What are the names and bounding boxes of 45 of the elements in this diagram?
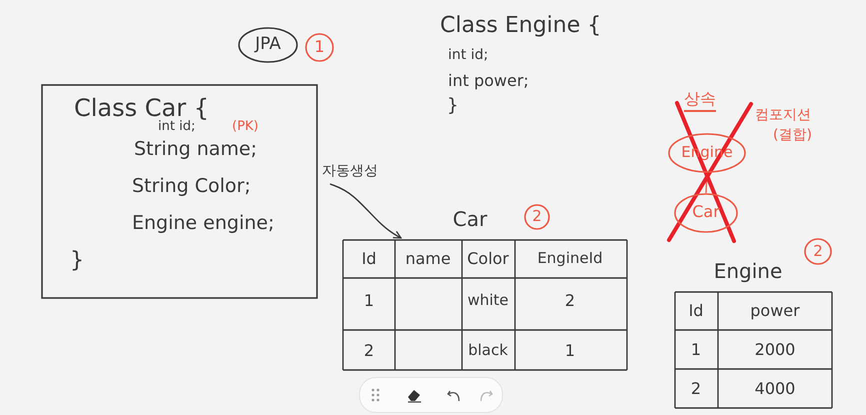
node-label: 2 [812, 242, 824, 259]
circled-label [238, 27, 298, 63]
code-line: int id; [448, 48, 488, 64]
code-line: (PK) [232, 120, 259, 134]
node-label: 1 [313, 38, 326, 56]
annotation-text: 컴포지션 [755, 108, 811, 124]
annotation-text: 상속 [684, 90, 716, 112]
table-cell-text: EngineId [536, 250, 604, 266]
table-cell-text: Id [360, 250, 378, 268]
table-cell-text: 2 [564, 292, 576, 310]
code-line: Engine engine; [132, 213, 274, 234]
table-cell-text: 2000 [754, 341, 796, 359]
code-line: Class Car { [74, 95, 209, 122]
table-cell-text: Color [466, 250, 510, 268]
table-cell-text: 1 [690, 341, 702, 359]
table-cell-text: white [466, 292, 510, 308]
table-cell-text: 4000 [754, 380, 796, 398]
code-line: int id; [158, 120, 196, 134]
circled-number [305, 33, 334, 62]
table-cell-text: name [404, 250, 452, 268]
circled-number [524, 204, 550, 230]
table-cell-text: 2 [362, 342, 376, 360]
class-card [42, 85, 317, 298]
code-line: int power; [448, 72, 529, 90]
code-line: } [70, 249, 84, 274]
table-cell-text: Id [688, 302, 704, 320]
code-line: String Color; [132, 176, 251, 197]
table-cell-text: black [467, 342, 509, 358]
table-cell-text: 2 [690, 380, 702, 398]
arrow [330, 183, 402, 239]
table-title: Engine [712, 260, 784, 282]
annotation-text: 자동생성 [322, 164, 378, 180]
table-cell-text: power [749, 302, 801, 320]
table-title: Car [452, 208, 488, 230]
table-cell-text: 1 [362, 292, 376, 310]
annotation-text: (결합) [773, 128, 812, 144]
node-label: Car [691, 203, 721, 221]
ellipse-node [674, 193, 738, 233]
circled-number [804, 238, 832, 265]
code-line: } [447, 96, 458, 116]
node-label: JPA [253, 34, 282, 54]
code-line: Class Engine { [440, 14, 602, 38]
node-label: 2 [531, 208, 543, 224]
table-cell-text: 1 [564, 342, 576, 360]
code-line: String name; [134, 139, 258, 160]
